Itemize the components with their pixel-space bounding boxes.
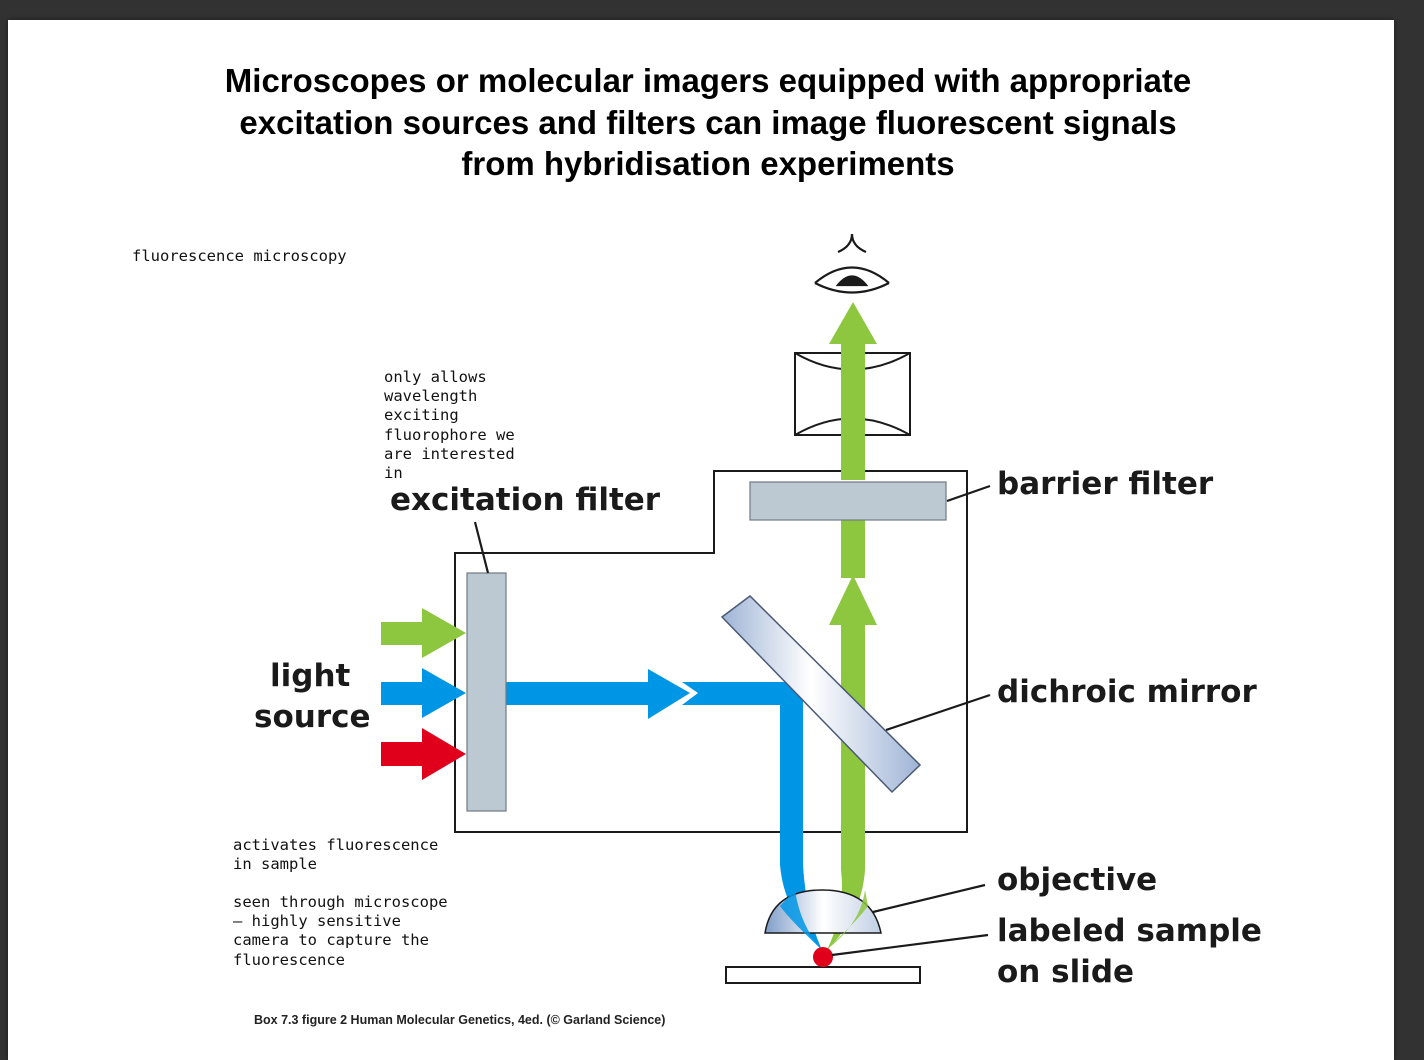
- blue-in-lens: [780, 890, 822, 950]
- title-line-1: Microscopes or molecular imagers equippe…: [224, 62, 1192, 99]
- label-labeled-sample: labeled sample: [997, 913, 1262, 949]
- page-title: Microscopes or molecular imagers equippe…: [8, 60, 1394, 185]
- document-page: Microscopes or molecular imagers equippe…: [8, 20, 1394, 1060]
- blue-beam-arrow: [648, 669, 690, 719]
- label-dichroic-mirror: dichroic mirror: [997, 674, 1257, 710]
- blue-beam-to-mirror: [682, 682, 790, 705]
- green-emission-beam-top: [841, 344, 865, 480]
- label-on-slide: on slide: [997, 954, 1135, 990]
- eye-icon: [814, 233, 890, 294]
- barrier-filter: [749, 481, 947, 521]
- barrier-filter-leader: [946, 484, 991, 503]
- microscope-housing: [454, 470, 968, 833]
- label-source: source: [254, 699, 371, 735]
- note-excitation-filter: only allows wavelength exciting fluoroph…: [384, 368, 515, 483]
- red-light-arrow: [381, 728, 466, 780]
- dichroic-mirror-leader: [885, 693, 991, 732]
- fluorescence-microscope-diagram: [381, 233, 991, 984]
- note-camera: seen through microscope – highly sensiti…: [233, 893, 448, 969]
- label-excitation-filter: excitation filter: [390, 482, 661, 518]
- green-emission-arrow: [829, 575, 877, 625]
- blue-beam-vertical: [780, 682, 822, 950]
- label-barrier-filter: barrier filter: [997, 466, 1214, 502]
- blue-beam-horizontal: [506, 682, 654, 705]
- objective-leader: [872, 883, 986, 914]
- note-activates-fluorescence: activates fluorescence in sample: [233, 836, 439, 874]
- blue-light-arrow: [381, 668, 466, 718]
- green-light-arrow: [381, 608, 466, 658]
- green-emission-upper: [829, 302, 877, 348]
- figure-caption: Box 7.3 figure 2 Human Molecular Genetic…: [254, 1013, 666, 1027]
- sample-leader: [831, 933, 989, 957]
- labeled-sample-dot: [813, 947, 833, 967]
- excitation-filter-leader: [473, 521, 490, 574]
- microscope-slide: [725, 966, 921, 984]
- title-line-3: from hybridisation experiments: [461, 145, 955, 182]
- dichroic-mirror: [720, 595, 922, 794]
- title-line-2: excitation sources and filters can image…: [239, 103, 1177, 141]
- label-light: light: [270, 658, 351, 694]
- excitation-filter: [466, 572, 507, 812]
- note-fluorescence-microscopy: fluorescence microscopy: [132, 247, 347, 265]
- green-emission-beam-mid: [841, 520, 865, 578]
- label-objective: objective: [997, 862, 1158, 898]
